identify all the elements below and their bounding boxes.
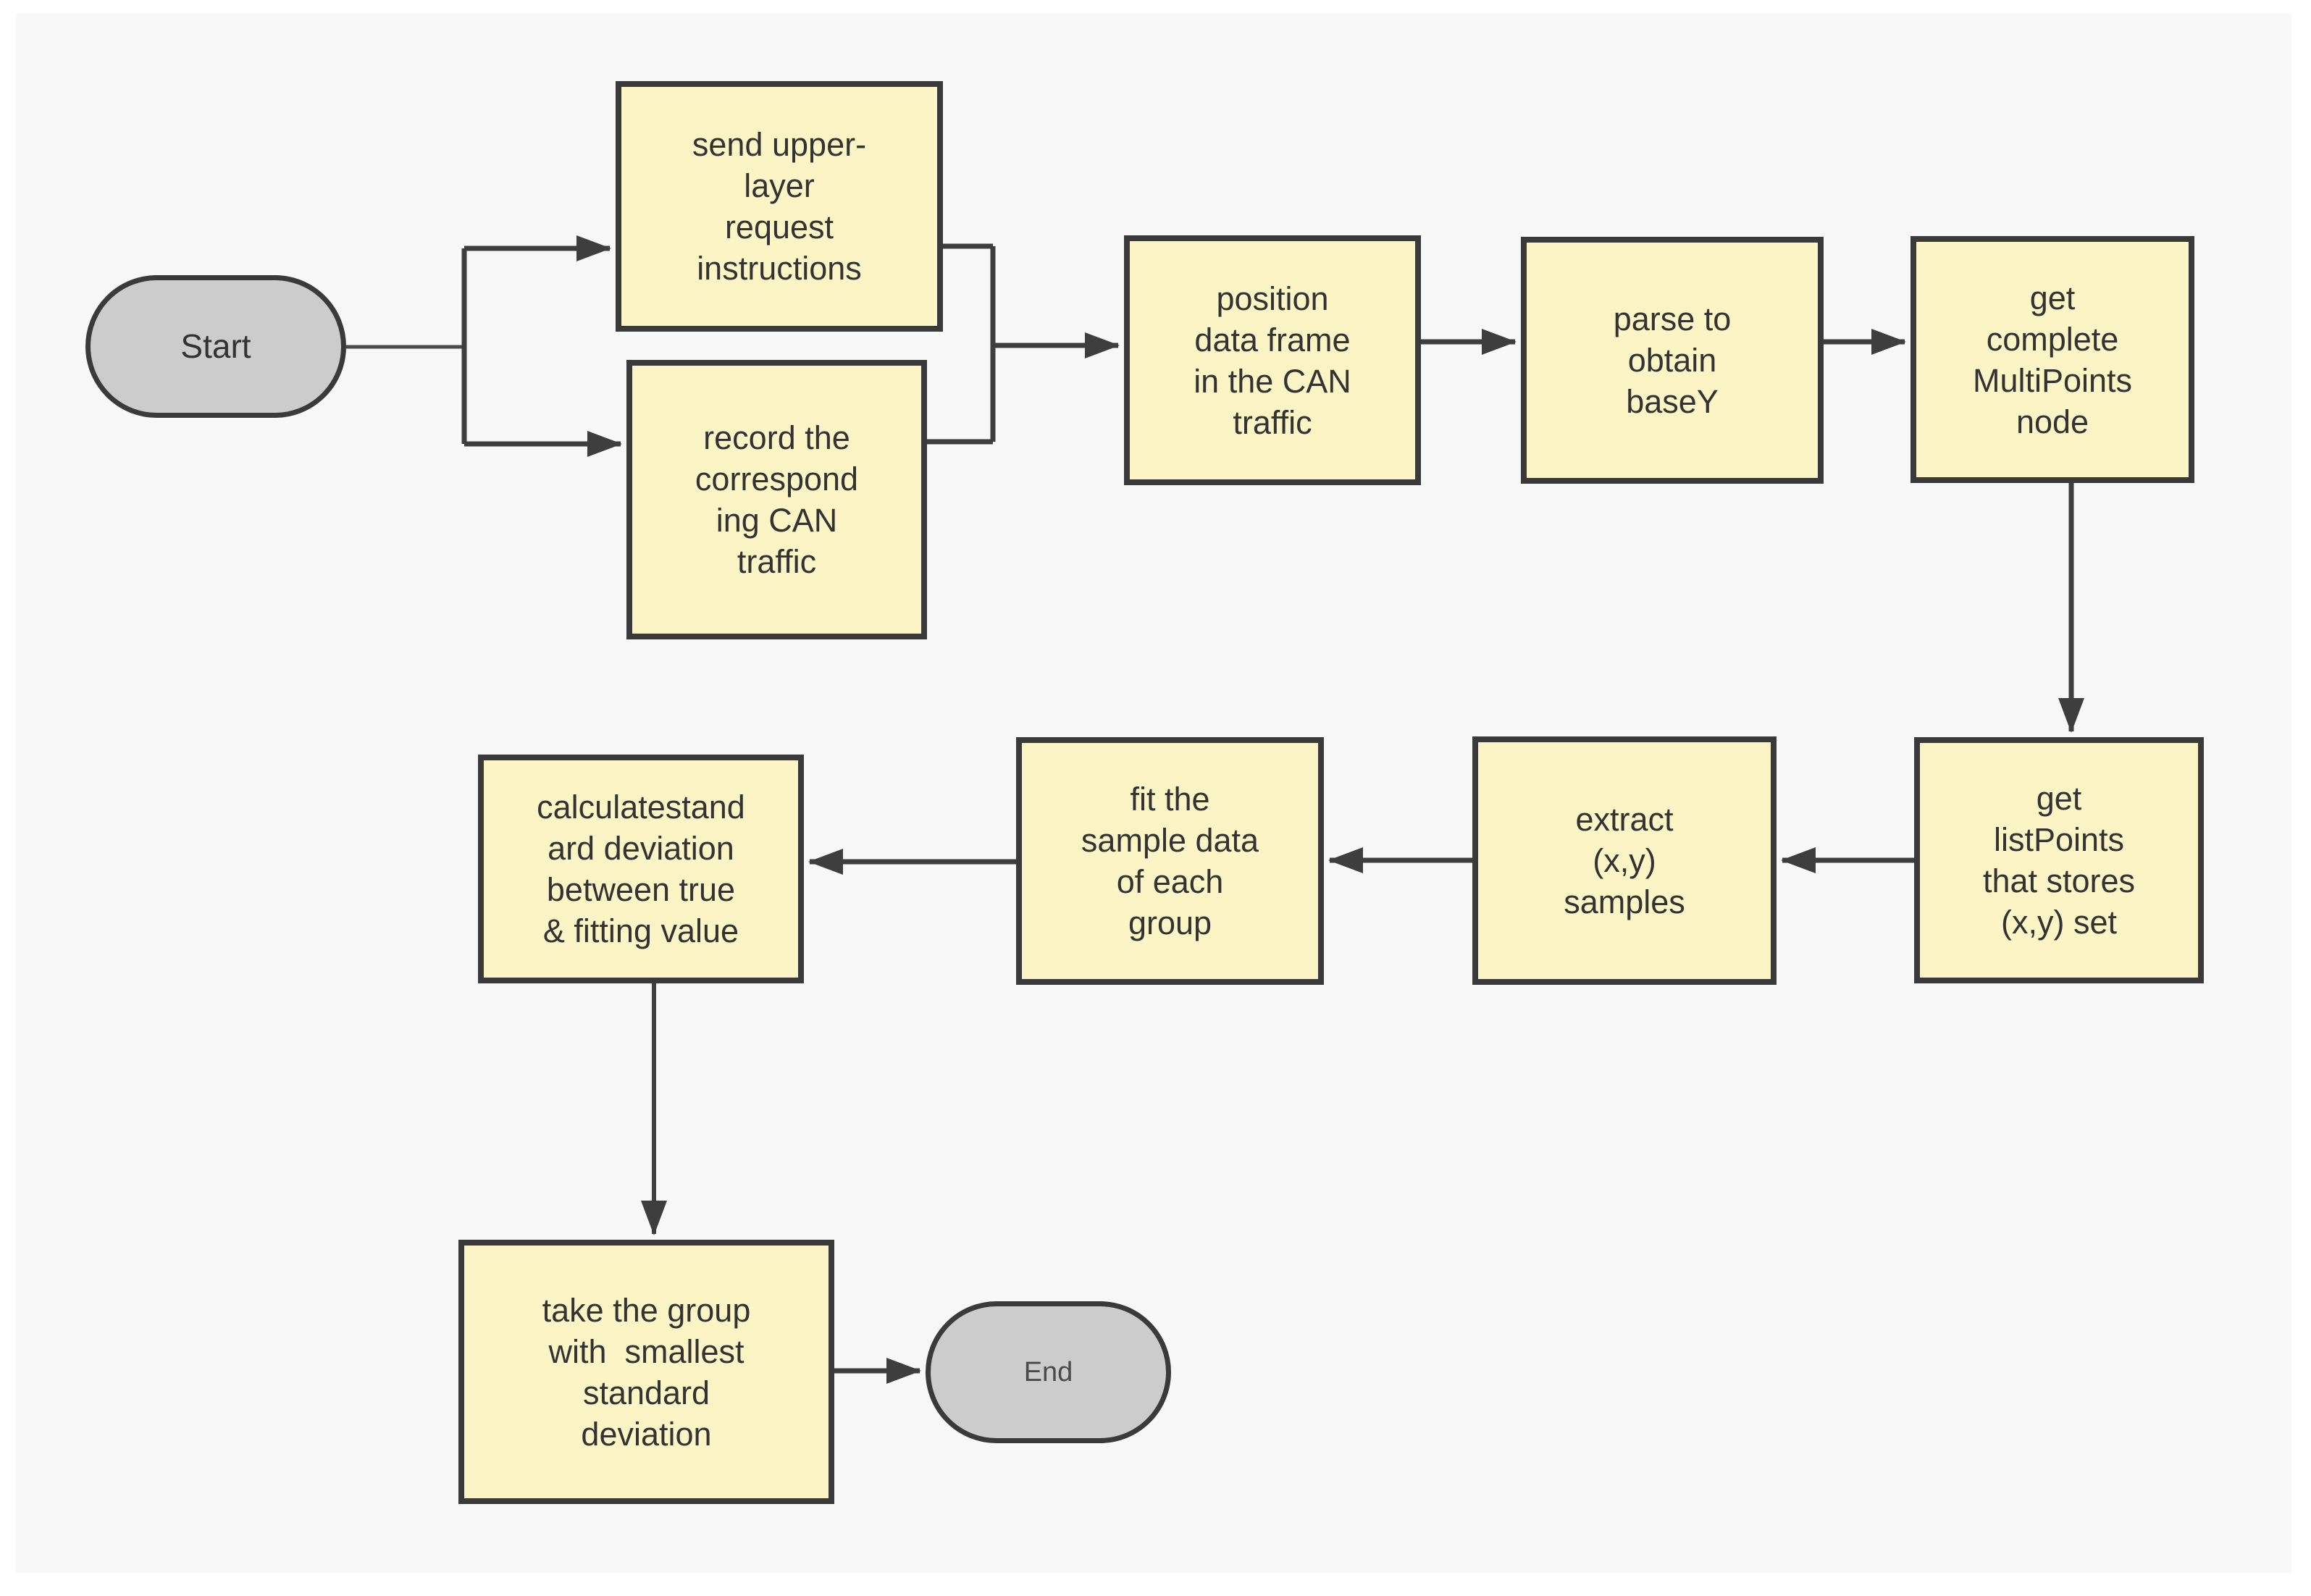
process-extract-samples-label: extract (x,y) samples xyxy=(1564,801,1685,920)
process-get-multipoints-label: get complete MultiPoints node xyxy=(1972,279,2133,440)
process-extract-samples: extract (x,y) samples xyxy=(1472,736,1777,985)
process-fit-sample-data-label: fit the sample data of each group xyxy=(1081,781,1259,941)
process-send-upper-layer-label: send upper- layer request instructions xyxy=(692,126,867,287)
process-parse-basey: parse to obtain baseY xyxy=(1521,237,1824,484)
process-send-upper-layer: send upper- layer request instructions xyxy=(616,81,943,332)
process-position-data-frame-label: position data frame in the CAN traffic xyxy=(1194,280,1351,441)
process-take-smallest-std-dev: take the group with smallest standard de… xyxy=(458,1240,834,1504)
process-position-data-frame: position data frame in the CAN traffic xyxy=(1124,235,1421,485)
process-parse-basey-label: parse to obtain baseY xyxy=(1613,301,1732,420)
end-node-label: End xyxy=(1023,1356,1073,1387)
start-node-label: Start xyxy=(180,327,251,365)
process-calc-std-dev-label: calculatestand ard deviation between tru… xyxy=(537,789,745,949)
process-get-multipoints: get complete MultiPoints node xyxy=(1911,236,2194,483)
start-node: Start xyxy=(85,275,346,418)
process-calc-std-dev: calculatestand ard deviation between tru… xyxy=(478,755,804,983)
process-fit-sample-data: fit the sample data of each group xyxy=(1016,737,1324,985)
process-take-smallest-std-dev-label: take the group with smallest standard de… xyxy=(542,1291,751,1453)
process-get-listpoints: get listPoints that stores (x,y) set xyxy=(1914,737,2204,983)
process-record-can-traffic: record the correspond ing CAN traffic xyxy=(626,360,927,639)
end-node: End xyxy=(926,1301,1171,1443)
process-get-listpoints-label: get listPoints that stores (x,y) set xyxy=(1982,780,2136,941)
process-record-can-traffic-label: record the correspond ing CAN traffic xyxy=(695,419,859,580)
